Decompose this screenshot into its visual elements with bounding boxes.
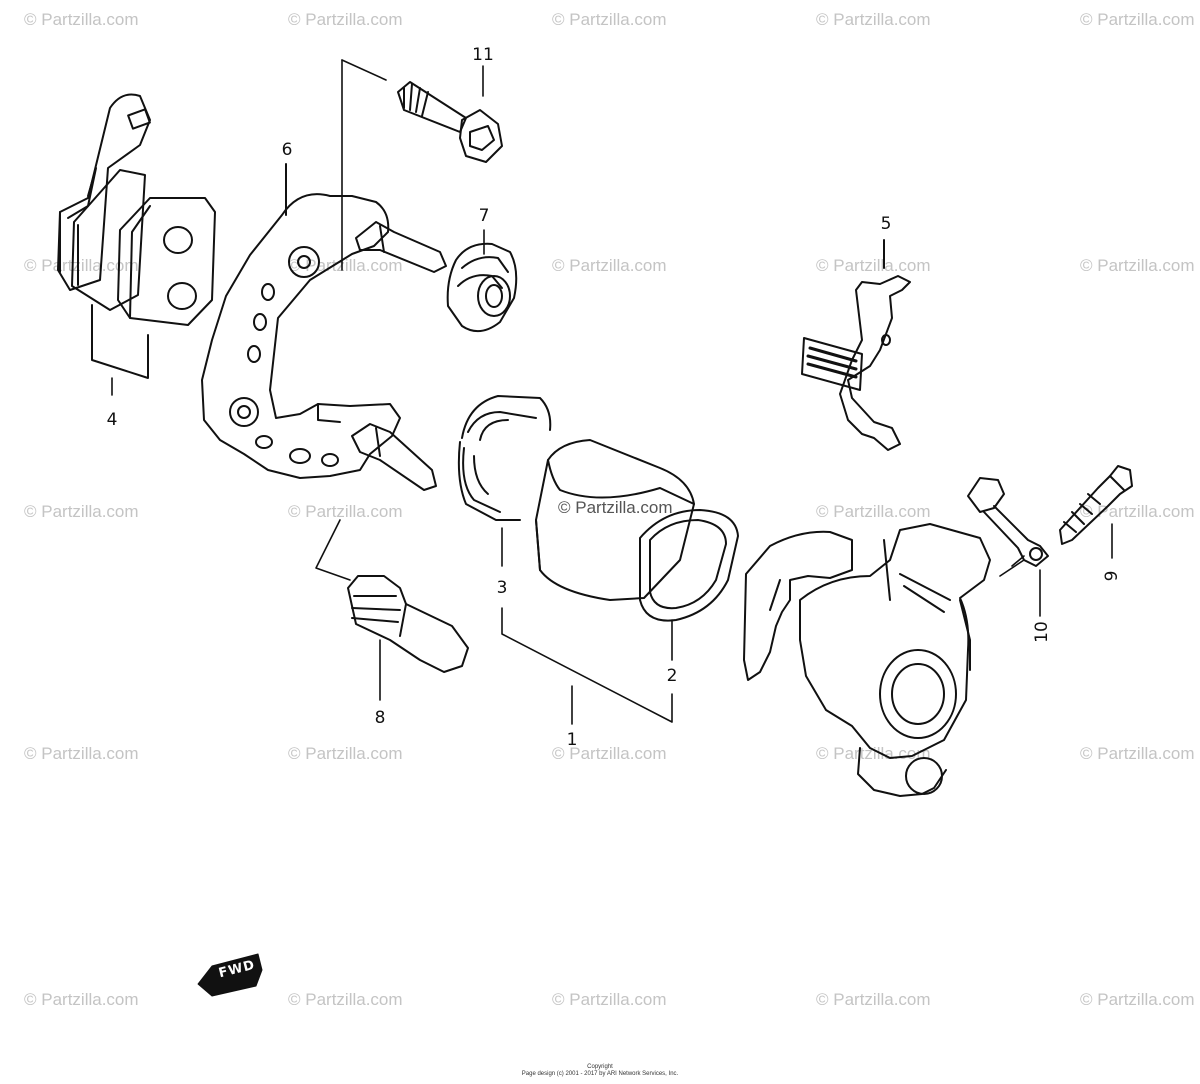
- piston-seal-part-2[interactable]: [639, 509, 739, 622]
- callout-5: 5: [880, 214, 892, 234]
- callout-11: 11: [472, 45, 494, 65]
- plate-part-5[interactable]: [801, 239, 911, 451]
- piston-seal-part-3[interactable]: [457, 395, 552, 521]
- caliper-bracket-part-6[interactable]: [201, 163, 447, 491]
- callout-2: 2: [666, 666, 678, 686]
- callout-10: 10: [1032, 621, 1052, 643]
- fwd-arrow-icon: [197, 953, 263, 997]
- cap-part-10[interactable]: [967, 477, 1049, 567]
- leader-lines: [111, 59, 1113, 725]
- callout-3: 3: [496, 578, 508, 598]
- brake-pads-part-4[interactable]: [57, 93, 216, 379]
- piston[interactable]: [535, 439, 695, 601]
- bleeder-screw-part-9[interactable]: [1059, 465, 1133, 545]
- caliper-body[interactable]: [743, 523, 991, 797]
- watermark-center: © Partzilla.com: [558, 498, 673, 517]
- callout-8: 8: [374, 708, 386, 728]
- boot-part-7[interactable]: [446, 242, 518, 333]
- callout-6: 6: [281, 140, 293, 160]
- bolt-part-11[interactable]: [397, 81, 503, 163]
- callout-4: 4: [106, 410, 118, 430]
- footer-design-credit: Page design (c) 2001 - 2017 by ARI Netwo…: [521, 1071, 679, 1077]
- footer-copyright: Copyright: [587, 1064, 613, 1070]
- callout-9: 9: [1102, 570, 1122, 582]
- callout-7: 7: [478, 206, 490, 226]
- sleeve-part-8[interactable]: [347, 575, 469, 673]
- callout-1: 1: [566, 730, 578, 750]
